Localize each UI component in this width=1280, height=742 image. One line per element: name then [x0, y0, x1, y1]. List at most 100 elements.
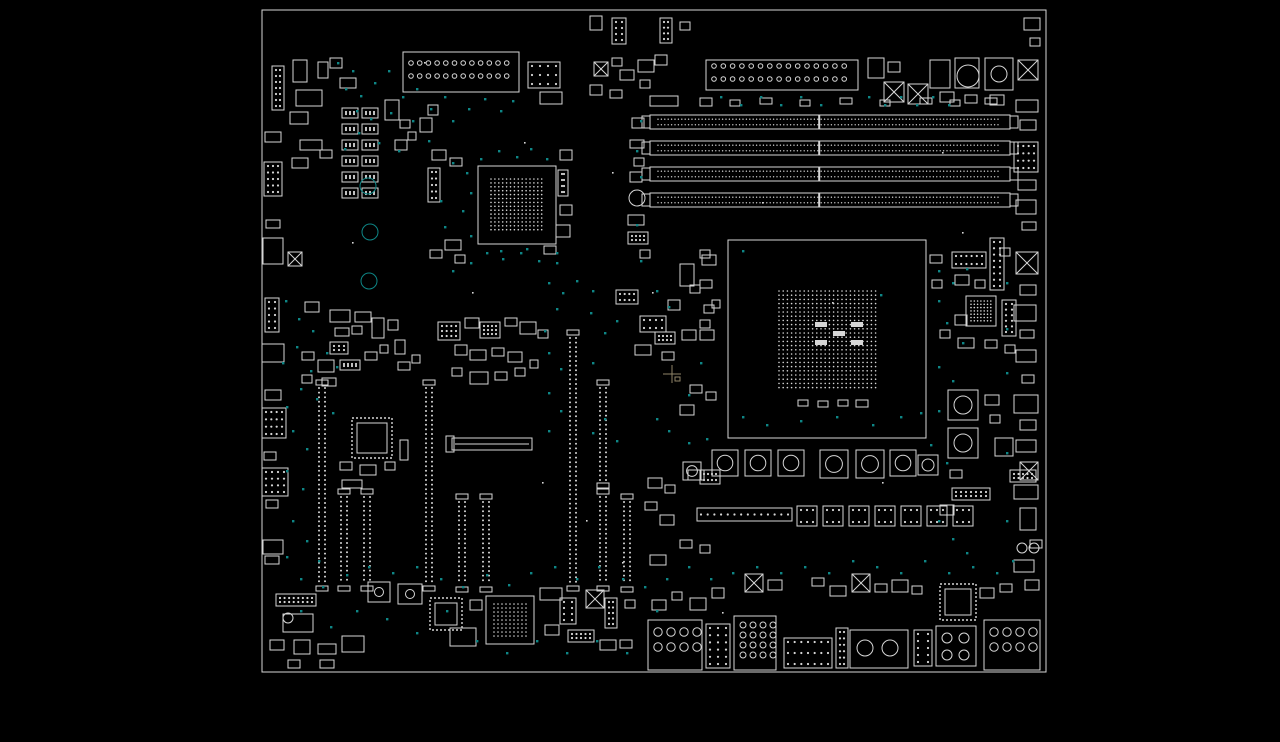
capacitor [1016, 542, 1028, 554]
io-connector[interactable] [935, 625, 977, 667]
dimm-slot[interactable] [641, 114, 1019, 130]
expansion-slot[interactable] [422, 379, 436, 592]
pin-header[interactable] [699, 469, 721, 485]
pin-header[interactable] [783, 637, 833, 669]
pin-header[interactable] [341, 155, 359, 167]
pin-header[interactable] [951, 251, 987, 269]
dimm-slot[interactable] [641, 140, 1019, 156]
onboard-button[interactable] [367, 581, 391, 603]
pin-header[interactable] [951, 487, 991, 501]
pin-header[interactable] [848, 505, 870, 527]
cpu-socket[interactable] [727, 239, 927, 439]
inductor[interactable] [744, 449, 772, 477]
pin-header[interactable] [341, 107, 359, 119]
pin-header[interactable] [427, 167, 441, 203]
pin-header[interactable] [341, 123, 359, 135]
io-connector[interactable] [705, 59, 859, 91]
battery-holder[interactable] [451, 437, 533, 451]
pin-header[interactable] [1001, 299, 1017, 337]
pin-header[interactable] [479, 321, 501, 339]
expansion-slot[interactable] [566, 329, 580, 592]
pin-header[interactable] [989, 237, 1005, 291]
bga-chip[interactable] [477, 165, 557, 245]
pin-header[interactable] [796, 505, 818, 527]
pin-header[interactable] [705, 623, 731, 669]
pin-header[interactable] [527, 61, 561, 89]
pin-header[interactable] [341, 139, 359, 151]
inductor[interactable] [711, 449, 739, 477]
pin-header[interactable] [264, 297, 280, 333]
pin-header[interactable] [822, 505, 844, 527]
io-connector[interactable] [983, 619, 1041, 671]
dimm-slot[interactable] [641, 166, 1019, 182]
expansion-slot[interactable] [455, 493, 469, 593]
expansion-slot[interactable] [596, 379, 610, 489]
expansion-slot[interactable] [360, 488, 374, 592]
pin-header[interactable] [339, 359, 361, 371]
pin-header[interactable] [437, 321, 461, 341]
qfp-chip[interactable] [939, 583, 977, 621]
inductor[interactable] [855, 449, 885, 479]
pin-header[interactable] [361, 107, 379, 119]
pin-header[interactable] [271, 65, 285, 111]
pin-header[interactable] [361, 139, 379, 151]
onboard-button[interactable] [397, 583, 423, 605]
pin-header[interactable] [900, 505, 922, 527]
pin-header[interactable] [611, 17, 627, 45]
capacitor [956, 64, 980, 88]
bga-chip[interactable] [485, 595, 535, 645]
bga-chip[interactable] [965, 295, 997, 327]
pin-header[interactable] [615, 289, 639, 305]
pin-header[interactable] [341, 171, 359, 183]
pin-header[interactable] [361, 155, 379, 167]
pin-header[interactable] [361, 171, 379, 183]
expansion-slot[interactable] [596, 488, 610, 592]
dimm-slot[interactable] [641, 192, 1019, 208]
inductor[interactable] [947, 389, 979, 421]
inductor[interactable] [917, 454, 939, 476]
connector-pins [711, 63, 848, 82]
qfp-chip[interactable] [429, 597, 463, 631]
mount-pad [907, 83, 929, 105]
connector-pins [408, 60, 510, 79]
pin-header[interactable] [952, 505, 974, 527]
expansion-slot[interactable] [620, 493, 634, 593]
pin-header[interactable] [1013, 141, 1039, 173]
inductor[interactable] [777, 449, 805, 477]
pin-header[interactable] [639, 315, 667, 333]
pin-header[interactable] [557, 169, 569, 197]
expansion-slot[interactable] [479, 493, 493, 593]
connector-pins [941, 632, 970, 661]
pin-header[interactable] [835, 627, 849, 669]
pin-header[interactable] [659, 17, 673, 44]
expansion-slot[interactable] [337, 488, 351, 592]
pin-header[interactable] [261, 467, 289, 497]
inductor[interactable] [819, 449, 849, 479]
pin-header[interactable] [567, 629, 595, 643]
pin-header[interactable] [261, 407, 287, 439]
inductor[interactable] [889, 449, 917, 477]
pin-header[interactable] [263, 161, 283, 197]
pin-header[interactable] [913, 629, 933, 667]
pin-header[interactable] [341, 187, 359, 199]
io-connector[interactable] [849, 629, 909, 669]
pin-header[interactable] [275, 593, 317, 607]
pin-header[interactable] [559, 597, 577, 625]
pin-header[interactable] [654, 331, 676, 345]
io-connector[interactable] [647, 619, 703, 671]
io-connector[interactable] [733, 615, 777, 671]
pin-header[interactable] [329, 341, 349, 355]
io-connector[interactable] [402, 51, 520, 93]
pin-header[interactable] [926, 505, 948, 527]
mount-pad [1019, 461, 1039, 481]
pin-header[interactable] [361, 123, 379, 135]
pin-header[interactable] [627, 231, 649, 245]
qfp-chip[interactable] [351, 417, 393, 459]
expansion-slot[interactable] [315, 379, 329, 592]
pin-header[interactable] [696, 507, 793, 522]
pin-header[interactable] [874, 505, 896, 527]
inductor[interactable] [947, 427, 979, 459]
inductor[interactable] [682, 461, 702, 481]
pin-header[interactable] [604, 597, 618, 629]
